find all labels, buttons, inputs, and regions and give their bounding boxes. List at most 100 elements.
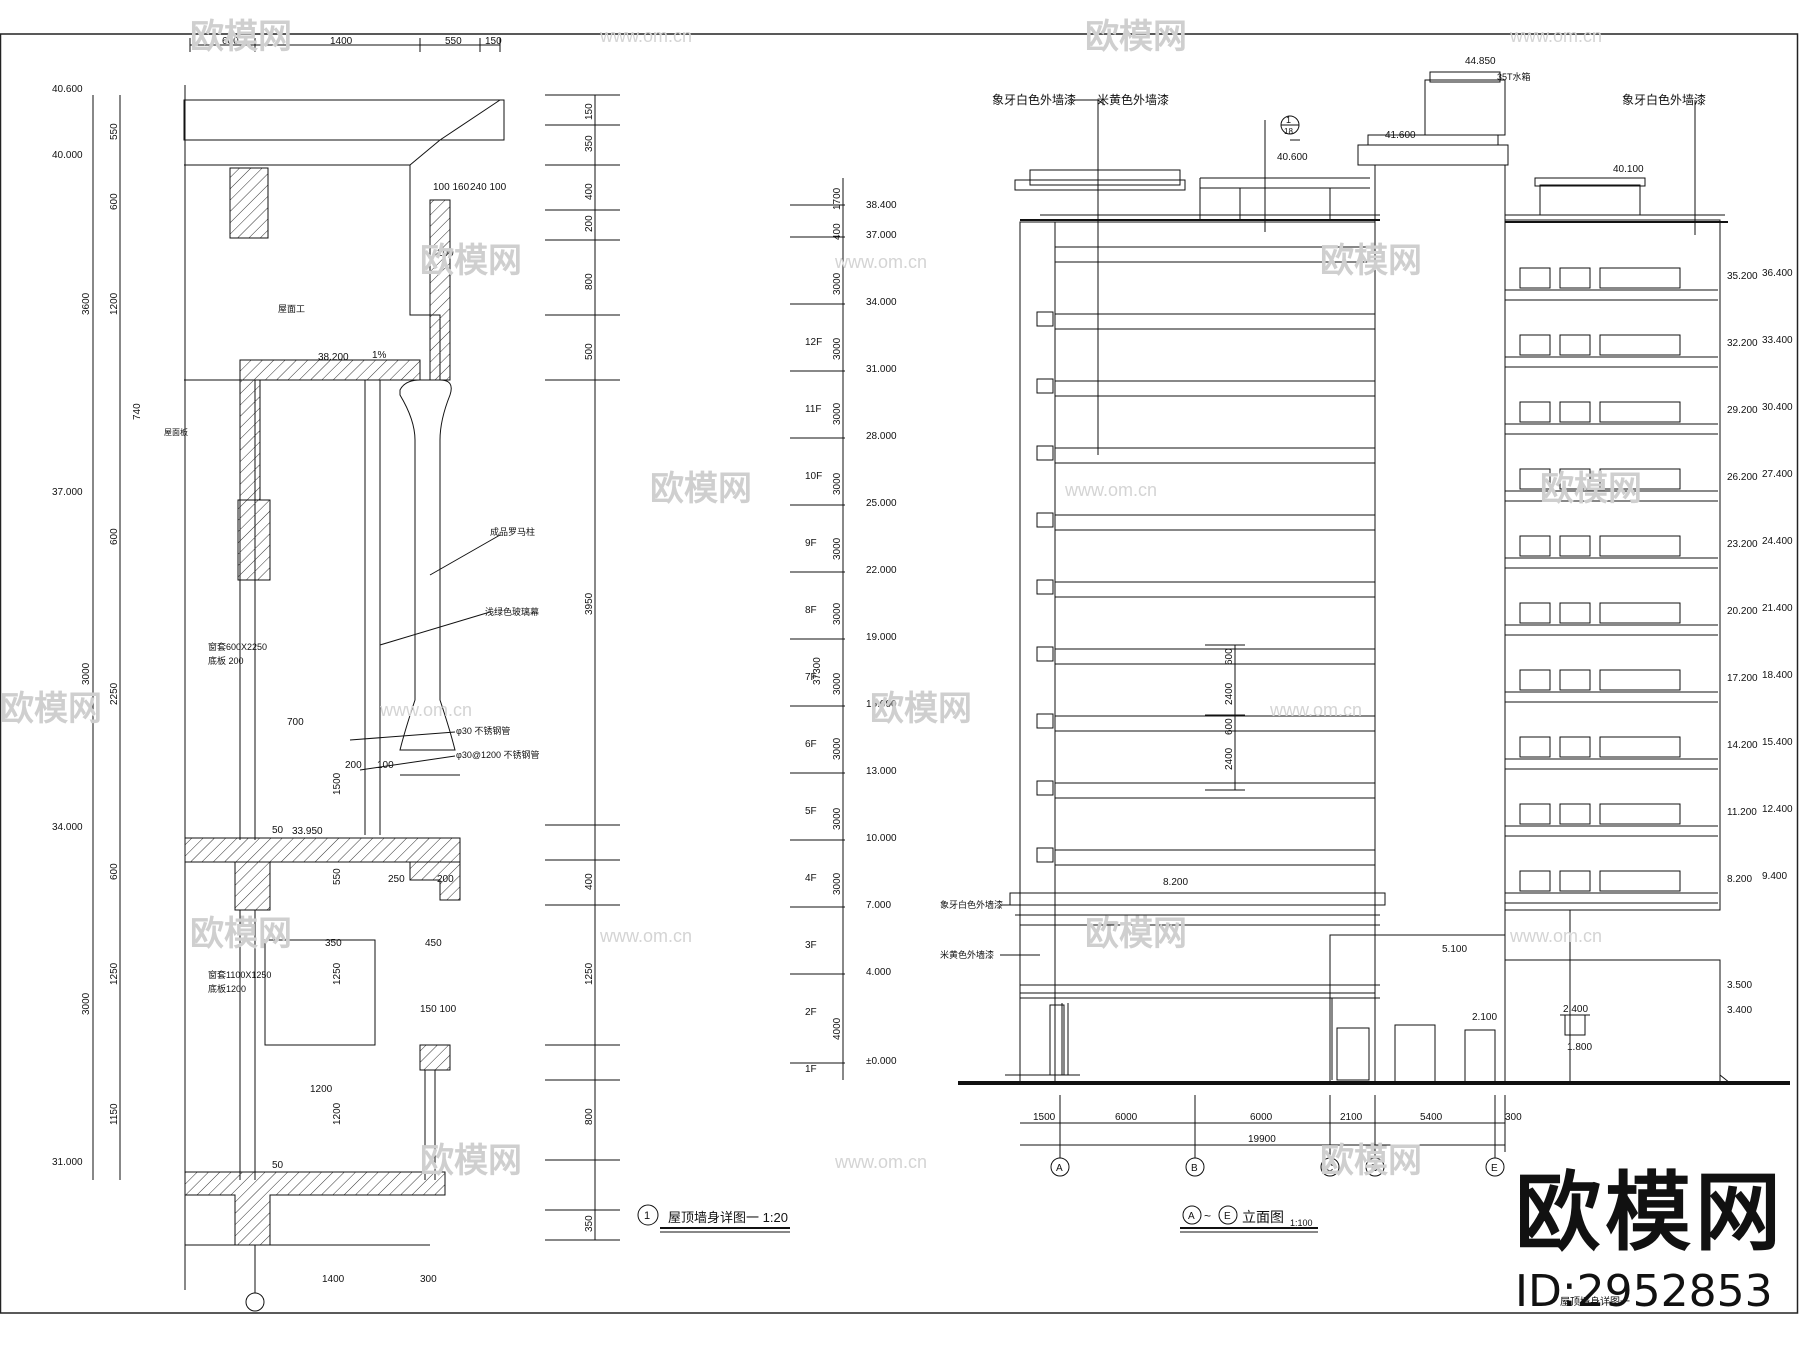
dim-left-1250: 1250: [109, 962, 120, 985]
level-40600: 40.600: [52, 84, 83, 95]
lvl-7000: 7.000: [866, 900, 891, 911]
dim-1250: 1250: [332, 962, 343, 985]
watermark-url: www.om.cn: [379, 700, 472, 720]
bdim-6000b: 6000: [1250, 1112, 1273, 1123]
lvl-41600: 41.600: [1385, 130, 1416, 141]
lvl-1800: 1.800: [1567, 1042, 1592, 1053]
elevation-drawing: [790, 71, 1790, 1233]
watermark-brand: 欧模网: [1320, 242, 1422, 280]
rdim-3950: 3950: [584, 592, 595, 615]
watermark-url: www.om.cn: [834, 1152, 927, 1172]
watermark-brand: 欧模网: [1320, 1142, 1422, 1180]
lvl-44850: 44.850: [1465, 56, 1496, 67]
axis-c: C: [1326, 1163, 1333, 1174]
dim-left-1200a: 1200: [109, 292, 120, 315]
watermark-url: www.om.cn: [834, 252, 927, 272]
rlvl-a1: 32.200: [1727, 338, 1758, 349]
label-ivory-paint-top: 象牙白色外墙漆: [992, 92, 1076, 107]
note-window-frame-b: 窗套1100X1250: [208, 969, 271, 980]
fh-3000j: 3000: [832, 872, 843, 895]
watermark-layer: 欧模网 欧模网 欧模网 欧模网 欧模网 欧模网 欧模网 欧模网 欧模网 欧模网 …: [0, 18, 1642, 1180]
floor-10f: 10F: [805, 471, 822, 482]
note-window-frame-a: 窗套600X2250: [208, 641, 267, 652]
total-height: 37300: [812, 657, 823, 685]
watermark-brand: 欧模网: [190, 915, 292, 953]
wall-section-text: 600 1400 550 150 40.600 40.000 37.000 34…: [52, 36, 788, 1285]
rlvl-b9: 9.400: [1762, 871, 1787, 882]
mid-dim-2400a: 2400: [1224, 682, 1235, 705]
level-38200: 38.200: [318, 352, 349, 363]
mid-dim-600a: 600: [1224, 648, 1235, 665]
rlvl-a9: 8.200: [1727, 874, 1752, 885]
rlvl-a6: 17.200: [1727, 673, 1758, 684]
rlvl-b3: 27.400: [1762, 469, 1793, 480]
lvl-4000: 4.000: [866, 967, 891, 978]
elev-title-e: E: [1224, 1211, 1231, 1222]
note-roman-column: 成品罗马柱: [490, 526, 535, 537]
dim-150-100: 150 100: [420, 1004, 457, 1015]
watermark-url: www.om.cn: [599, 926, 692, 946]
watermark-brand: 欧模网: [420, 1142, 522, 1180]
fh-1700: 1700: [832, 187, 843, 210]
rdim-150: 150: [584, 103, 595, 120]
bdim-1500: 1500: [1033, 1112, 1056, 1123]
lvl-28000: 28.000: [866, 431, 897, 442]
lvl-16000: 16.000: [866, 699, 897, 710]
rlvl-b6: 18.400: [1762, 670, 1793, 681]
watermark-brand: 欧模网: [1085, 915, 1187, 953]
rlvl-b0: 36.400: [1762, 268, 1793, 279]
watermark-brand: 欧模网: [1085, 18, 1187, 56]
label-beige-paint-top: 米黄色外墙漆: [1097, 93, 1169, 107]
axis-b: B: [1191, 1163, 1198, 1174]
lvl-37000: 37.000: [866, 230, 897, 241]
dim-50b: 50: [272, 1160, 284, 1171]
watermark-url: www.om.cn: [1269, 700, 1362, 720]
dim-1400: 1400: [322, 1274, 345, 1285]
floor-1f: 1F: [805, 1064, 817, 1075]
note-roof-work: 屋面工: [278, 304, 305, 314]
note-bottom-a: 底板 200: [208, 655, 244, 666]
sheet-border: [0, 33, 1799, 1314]
fh-3000d: 3000: [832, 472, 843, 495]
dim-top-2: 1400: [330, 36, 353, 47]
watermark-brand: 欧模网: [870, 690, 972, 728]
lvl-38400: 38.400: [866, 200, 897, 211]
rdim-350: 350: [584, 135, 595, 152]
dim-250: 250: [388, 874, 405, 885]
floor-9f: 9F: [805, 538, 817, 549]
dim-1500: 1500: [332, 772, 343, 795]
dim-left-3600: 3600: [81, 292, 92, 315]
dim-left-3000a: 3000: [81, 662, 92, 685]
rdim-1250: 1250: [584, 962, 595, 985]
label-ivory-paint-right: 象牙白色外墙漆: [1622, 92, 1706, 107]
rlvl-b8: 12.400: [1762, 804, 1793, 815]
floor-5f: 5F: [805, 806, 817, 817]
fh-4000: 4000: [832, 1017, 843, 1040]
dim-inner-740: 740: [132, 403, 143, 420]
dim-1200v: 1200: [332, 1102, 343, 1125]
rdim-500: 500: [584, 343, 595, 360]
watermark-brand: 欧模网: [420, 242, 522, 280]
watermark-brand: 欧模网: [190, 18, 292, 56]
lvl-3500: 3.500: [1727, 980, 1752, 991]
rdim-200: 200: [584, 215, 595, 232]
floor-12f: 12F: [805, 337, 822, 348]
floor-11f: 11F: [805, 404, 822, 415]
lvl-0000: ±0.000: [866, 1056, 897, 1067]
elev-title-sep: ~: [1204, 1209, 1211, 1223]
elevation-text: 12F 11F 10F 9F 8F 7F 6F 5F 4F 3F 2F 1F 1…: [805, 56, 1793, 1308]
axis-a: A: [1056, 1163, 1063, 1174]
dim-1200h: 1200: [310, 1084, 333, 1095]
lvl-2100: 2.100: [1472, 1012, 1497, 1023]
fh-3000b: 3000: [832, 337, 843, 360]
level-40000: 40.000: [52, 150, 83, 161]
dim-top-1: 600: [222, 36, 239, 47]
dim-left-2250: 2250: [109, 682, 120, 705]
dim-50a: 50: [272, 825, 284, 836]
corner-note: 屋顶墙身详图一: [1560, 1295, 1630, 1308]
watermark-brand: 欧模网: [650, 470, 752, 508]
fh-3000e: 3000: [832, 537, 843, 560]
brand-name: 欧模网: [1515, 1163, 1785, 1263]
watermark-url: www.om.cn: [1509, 926, 1602, 946]
fh-3000f: 3000: [832, 602, 843, 625]
